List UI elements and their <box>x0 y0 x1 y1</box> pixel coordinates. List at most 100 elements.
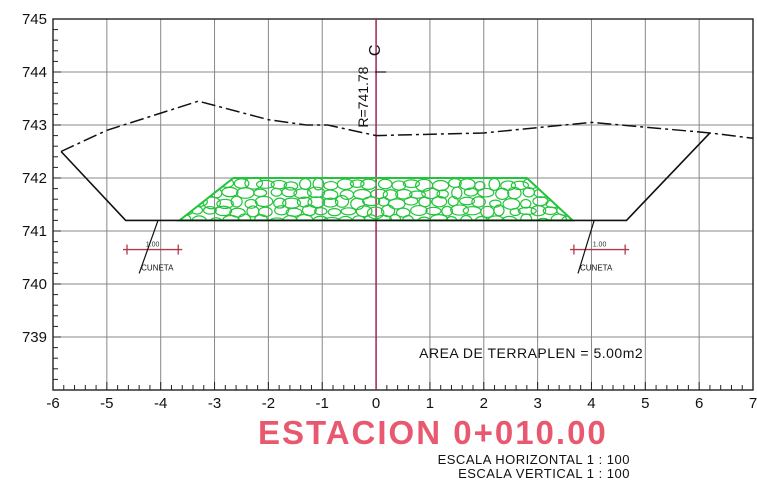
y-tick-label: 742 <box>22 170 47 187</box>
y-tick-label: 743 <box>22 117 47 134</box>
rubble-stone <box>402 214 414 221</box>
rubble-stone <box>445 216 458 221</box>
rubble-stone <box>254 214 268 221</box>
rubble-stone <box>431 195 448 208</box>
rubble-stone <box>458 196 476 206</box>
y-tick-label: 745 <box>22 11 47 28</box>
rubble-stone <box>395 188 413 200</box>
rubble-stone <box>179 196 195 206</box>
rubble-stone <box>314 207 328 216</box>
rubble-stone <box>323 180 339 191</box>
x-tick-label: -5 <box>100 395 113 412</box>
left-ditch-leader <box>138 220 159 274</box>
rubble-stone <box>293 188 312 200</box>
rubble-stone <box>360 178 377 190</box>
rubble-stone <box>340 207 357 216</box>
rubble-stone <box>375 214 393 221</box>
rubble-stone <box>575 198 585 206</box>
x-tick-label: -1 <box>316 395 329 412</box>
rubble-stone <box>321 189 339 200</box>
x-tick-label: 4 <box>587 395 595 412</box>
rubble-stone <box>204 178 219 191</box>
rubble-stone <box>421 187 441 200</box>
rubble-stone <box>283 181 299 191</box>
rubble-stone <box>477 187 495 198</box>
rubble-stone <box>451 186 463 200</box>
rubble-stone <box>216 198 234 209</box>
rubble-stone <box>462 206 482 216</box>
rubble-stone <box>574 216 590 227</box>
rubble-stone <box>500 215 518 221</box>
rubble-stone <box>474 215 489 221</box>
rubble-stone <box>312 215 329 221</box>
rubble-stone <box>409 190 426 199</box>
y-tick-label: 741 <box>22 223 47 240</box>
vertical-scale-label: ESCALA VERTICAL 1 : 100 <box>458 466 630 481</box>
rubble-stone <box>322 216 342 221</box>
rubble-stone <box>572 206 573 220</box>
rubble-stone <box>395 207 411 218</box>
rubble-stone <box>322 197 339 208</box>
x-tick-label: -3 <box>208 395 221 412</box>
rubble-stone <box>403 196 419 206</box>
rubble-stone <box>349 179 365 188</box>
y-tick-label: 739 <box>22 329 47 346</box>
rubble-stone <box>574 189 584 197</box>
rubble-stone <box>562 198 573 208</box>
rubble-stone <box>273 197 287 209</box>
rubble-stone <box>471 196 486 208</box>
rubble-stone <box>416 216 432 221</box>
x-tick-label: 2 <box>480 395 488 412</box>
rubble-stone <box>459 214 473 221</box>
rubble-stone <box>199 186 211 199</box>
rubble-stone <box>436 189 449 199</box>
rubble-stone <box>299 178 312 191</box>
rubble-stone <box>270 187 283 197</box>
x-tick-label: 6 <box>695 395 703 412</box>
x-tick-label: 0 <box>372 395 380 412</box>
rubble-stone <box>480 205 495 219</box>
x-tick-label: -2 <box>262 395 275 412</box>
rubble-stone <box>520 198 532 209</box>
rubble-stone <box>336 178 355 190</box>
axis-minor-ticks <box>52 18 754 391</box>
rubble-stone <box>509 207 521 217</box>
rubble-stone <box>355 205 373 218</box>
x-tick-label: -4 <box>154 395 167 412</box>
centerline-symbol: C <box>367 45 384 57</box>
road-section-line <box>60 132 711 222</box>
rubble-stone <box>536 217 550 221</box>
rubble-stone <box>377 178 393 190</box>
rubble-stone <box>327 208 342 217</box>
rubble-stone <box>370 188 388 200</box>
rubble-stone <box>179 188 188 198</box>
rubble-stone <box>179 179 190 190</box>
rubble-stone <box>560 189 573 200</box>
rubble-stone <box>387 198 406 210</box>
rubble-stone <box>425 206 442 216</box>
x-tick-label: 1 <box>426 395 434 412</box>
terrain-profile-line <box>60 100 754 153</box>
station-title: ESTACION 0+010.00 <box>258 414 608 451</box>
rubble-stone <box>186 186 200 199</box>
rubble-stone <box>530 205 547 217</box>
rubble-stone <box>209 217 223 221</box>
plot-border <box>52 18 754 391</box>
rubble-stone <box>191 215 208 221</box>
rubble-stone <box>486 215 506 221</box>
grid <box>52 18 754 391</box>
x-tick-label: 7 <box>749 395 757 412</box>
rubble-stone <box>539 179 553 192</box>
rubble-stone <box>191 178 204 191</box>
horizontal-scale-label: ESCALA HORIZONTAL 1 : 100 <box>437 452 630 467</box>
rubble-stone <box>334 195 350 208</box>
rubble-stone <box>362 196 381 207</box>
rubble-stone <box>244 178 264 190</box>
rubble-stone <box>214 205 233 217</box>
rubble-stone <box>281 186 298 198</box>
y-tick-label: 744 <box>22 64 47 81</box>
x-tick-label: -6 <box>46 395 59 412</box>
rubble-stone <box>254 195 274 208</box>
rubble-stone <box>230 195 243 208</box>
rubble-stone <box>253 188 268 198</box>
